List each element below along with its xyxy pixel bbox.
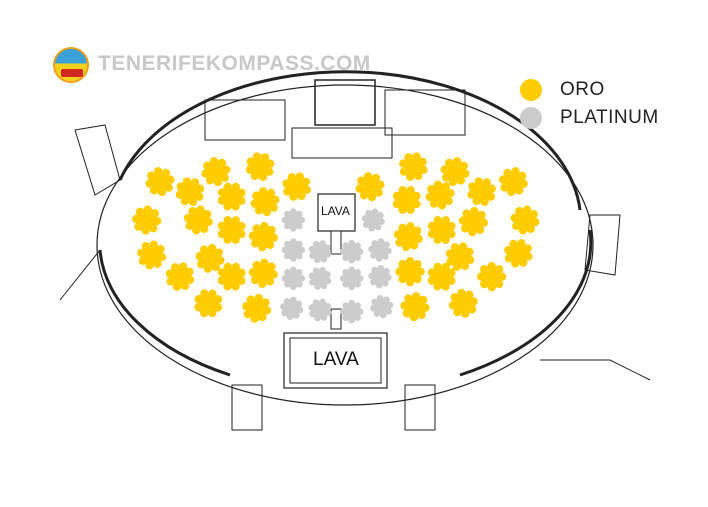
oro-table[interactable] (393, 222, 423, 252)
top-left-room (204, 99, 286, 141)
oro-table[interactable] (248, 222, 278, 252)
oro-table[interactable] (183, 205, 213, 235)
oro-table[interactable] (458, 207, 488, 237)
platinum-table[interactable] (281, 208, 306, 232)
platinum-table[interactable] (368, 238, 392, 262)
oro-table[interactable] (427, 262, 456, 291)
inner-wall-top (118, 70, 582, 211)
platinum-table[interactable] (308, 298, 332, 322)
oro-table[interactable] (137, 240, 167, 270)
oro-table[interactable] (282, 172, 311, 201)
oro-table[interactable] (248, 258, 278, 288)
legend: ORO PLATINUM (520, 76, 659, 132)
outer-wall (96, 84, 594, 406)
oro-table[interactable] (195, 243, 225, 273)
top-center-room (314, 79, 376, 126)
stage-front (283, 332, 388, 389)
oro-table[interactable] (498, 167, 528, 197)
bottom-right-door (404, 384, 436, 431)
oro-table[interactable] (201, 157, 231, 187)
building-outline (59, 70, 651, 431)
oro-table[interactable] (355, 172, 385, 202)
oro-table[interactable] (445, 242, 475, 271)
oro-table[interactable] (217, 216, 246, 244)
oro-table[interactable] (245, 152, 275, 181)
oro-table[interactable] (448, 288, 478, 318)
platinum-swatch (520, 107, 542, 129)
oro-table[interactable] (194, 289, 223, 318)
oro-table[interactable] (217, 262, 246, 291)
legend-item-platinum: PLATINUM (520, 104, 659, 132)
oro-swatch (520, 79, 542, 101)
platinum-table[interactable] (281, 266, 306, 291)
oro-table[interactable] (145, 167, 175, 197)
oro-table[interactable] (427, 216, 456, 244)
oro-table[interactable] (242, 293, 272, 323)
tables (132, 152, 540, 324)
right-entrance (584, 214, 621, 276)
inner-wall-left (98, 249, 231, 377)
platinum-table[interactable] (308, 240, 332, 264)
oro-table[interactable] (395, 256, 425, 287)
oro-table[interactable] (217, 182, 246, 211)
platinum-table[interactable] (368, 264, 392, 289)
oro-table[interactable] (504, 239, 533, 268)
platinum-table[interactable] (281, 238, 306, 262)
oro-table[interactable] (467, 177, 496, 206)
oro-table[interactable] (175, 177, 205, 206)
platinum-table[interactable] (339, 239, 364, 264)
platinum-table[interactable] (361, 208, 385, 232)
legend-label: PLATINUM (560, 107, 659, 128)
oro-table[interactable] (392, 186, 421, 214)
brand-name[interactable]: TENERIFEKOMPASS.COM (98, 52, 371, 75)
inner-wall-right (459, 229, 593, 377)
bottom-left-door (231, 384, 263, 431)
platinum-table[interactable] (308, 266, 332, 290)
oro-table[interactable] (132, 205, 162, 235)
platinum-table[interactable] (339, 266, 364, 291)
stage-center (317, 193, 356, 330)
legend-item-oro: ORO (520, 76, 659, 104)
oro-table[interactable] (476, 261, 507, 292)
platinum-table[interactable] (280, 296, 304, 320)
oro-table[interactable] (165, 262, 195, 291)
left-entrance (74, 124, 121, 196)
bar (291, 127, 393, 159)
oro-table[interactable] (440, 157, 470, 187)
top-right-room (384, 89, 466, 136)
platinum-table[interactable] (339, 299, 364, 324)
oro-table[interactable] (250, 187, 280, 217)
legend-label: ORO (560, 79, 605, 100)
oro-table[interactable] (510, 205, 540, 235)
stage-center-label: LAVA (321, 204, 350, 218)
platinum-table[interactable] (370, 295, 394, 319)
stage-front-label: LAVA (313, 349, 359, 370)
oro-table[interactable] (399, 152, 428, 181)
oro-table[interactable] (425, 180, 455, 210)
oro-table[interactable] (400, 292, 430, 322)
logo-icon[interactable] (53, 47, 89, 83)
